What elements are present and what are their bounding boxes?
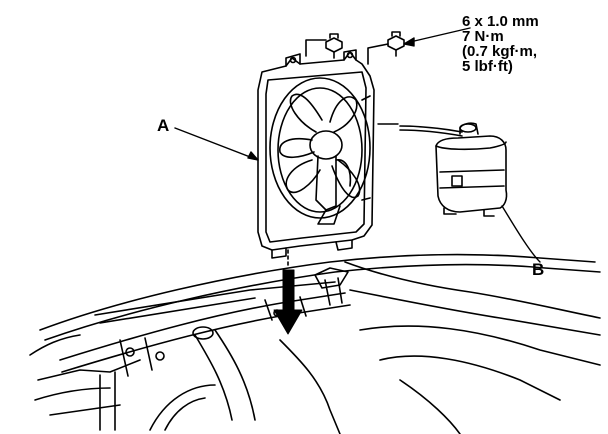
torque-spec: 6 x 1.0 mm 7 N·m (0.7 kgf·m, 5 lbf·ft) [462, 14, 539, 74]
torque-spec-bolt-size: 6 x 1.0 mm [462, 13, 539, 30]
coolant-reservoir [399, 122, 508, 217]
removal-direction-arrow [273, 249, 303, 335]
callout-label-b: B [532, 260, 545, 279]
torque-spec-lbfft: 5 lbf·ft) [462, 58, 513, 75]
torque-spec-kgfm: (0.7 kgf·m, [462, 43, 538, 60]
callout-leaders [174, 27, 541, 263]
radiator-support [29, 253, 601, 434]
torque-spec-nm: 7 N·m [462, 28, 504, 45]
cooling-fan-shroud [257, 49, 375, 259]
mounting-bolts [305, 31, 405, 65]
callout-label-a: A [157, 116, 170, 135]
